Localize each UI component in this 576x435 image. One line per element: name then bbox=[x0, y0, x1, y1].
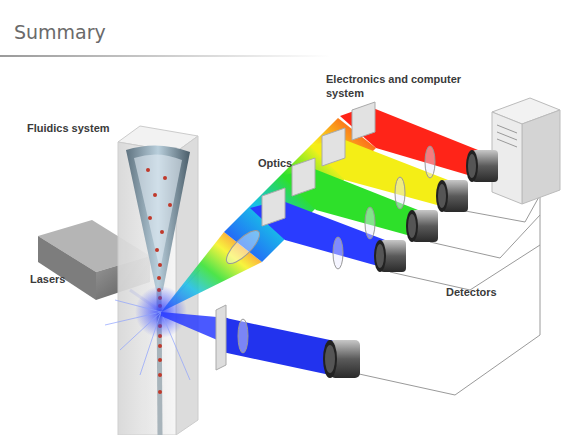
blue-beam bbox=[219, 318, 334, 374]
computer-tower bbox=[492, 98, 560, 204]
title-rule bbox=[0, 55, 330, 57]
part-label: Electronics and computer system bbox=[326, 72, 476, 100]
detectors bbox=[323, 150, 498, 378]
filter-plate bbox=[216, 305, 226, 370]
cell-particles bbox=[146, 168, 172, 394]
lens bbox=[238, 319, 248, 353]
part-label: Optics bbox=[258, 156, 318, 170]
page-title: Summary bbox=[14, 21, 106, 43]
lens bbox=[222, 226, 264, 268]
part-label: Lasers bbox=[30, 272, 90, 286]
part-label: Fluidics system bbox=[27, 121, 137, 135]
part-label: Detectors bbox=[446, 285, 526, 299]
